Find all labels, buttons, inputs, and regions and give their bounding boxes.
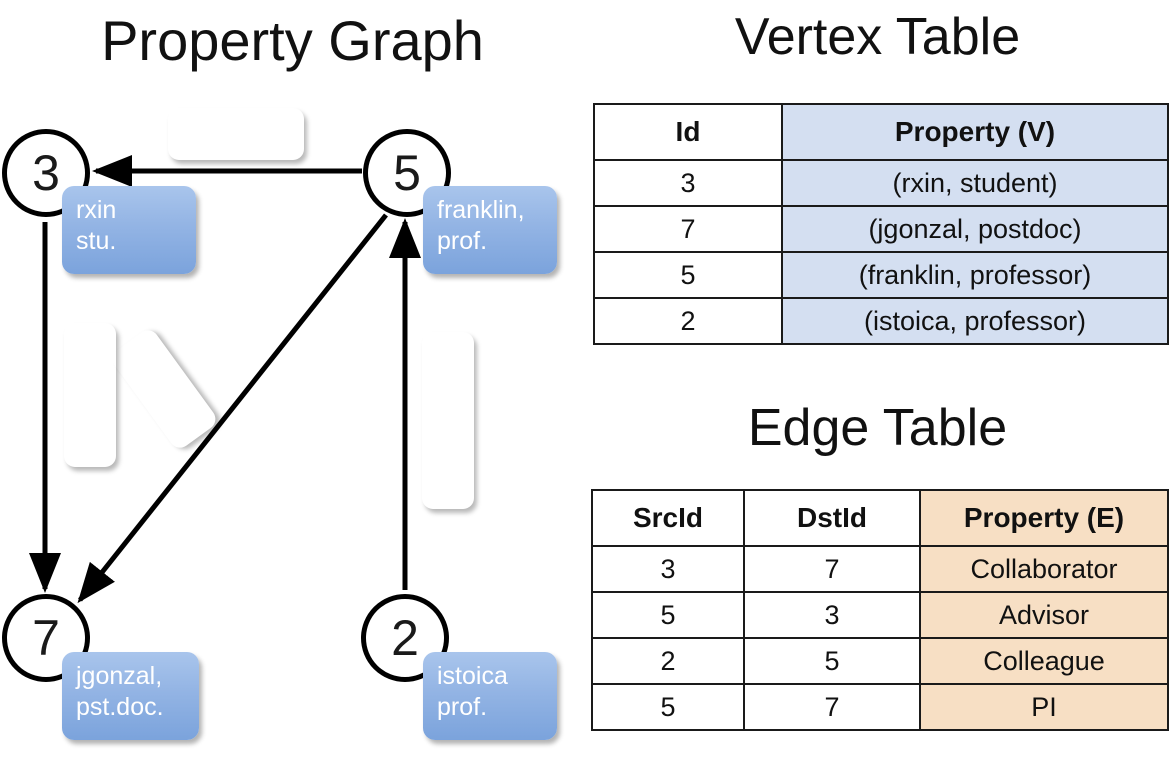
node-5-property-line2: prof. [437, 227, 488, 255]
graph-node-5[interactable]: 5 [363, 129, 451, 217]
vertex-table-header-row: Id Property (V) [593, 103, 1169, 161]
edge-table-header-row: SrcId DstId Property (E) [591, 489, 1169, 547]
node-5-property-line1: franklin, [437, 196, 525, 224]
edge-row-0-dst: 7 [743, 545, 921, 593]
table-row: 5 (franklin, professor) [593, 251, 1169, 299]
graph-node-3-label: 3 [32, 145, 60, 201]
edge-badge-colleague-label: Colleague [433, 359, 464, 482]
node-7-property-line2: pst.doc. [76, 693, 164, 721]
edge-row-2-src: 2 [591, 637, 745, 685]
edge-badge-collab: Collab. [64, 323, 116, 467]
node-2-property-line1: istoica [437, 662, 508, 690]
vertex-row-1-property: (jgonzal, postdoc) [781, 205, 1169, 253]
vertex-table: Id Property (V) 3 (rxin, student) 7 (jgo… [593, 103, 1169, 345]
vertex-row-0-id: 3 [593, 159, 783, 207]
edge-row-3-property: PI [919, 683, 1169, 731]
edge-row-3-src: 5 [591, 683, 745, 731]
table-row: 5 3 Advisor [591, 591, 1169, 639]
vertex-row-0-property: (rxin, student) [781, 159, 1169, 207]
table-row: 5 7 PI [591, 683, 1169, 731]
edge-badge-pi-label: PI [144, 369, 185, 408]
page-title-vertex-table: Vertex Table [734, 8, 1021, 66]
edge-table: SrcId DstId Property (E) 3 7 Collaborato… [591, 489, 1169, 731]
node-3-property-line1: rxin [76, 196, 117, 224]
edge-row-1-dst: 3 [743, 591, 921, 639]
table-row: 3 (rxin, student) [593, 159, 1169, 207]
edge-badge-collab-label: Collab. [75, 352, 106, 438]
edge-row-0-src: 3 [591, 545, 745, 593]
node-3-property-box: rxin stu. [62, 186, 196, 274]
edge-row-2-dst: 5 [743, 637, 921, 685]
edge-table-header-srcid: SrcId [591, 489, 745, 547]
graph-edges-svg [29, 155, 421, 604]
edge-row-1-property: Advisor [919, 591, 1169, 639]
vertex-row-3-id: 2 [593, 297, 783, 345]
page-title-edge-table: Edge Table [747, 399, 1008, 457]
vertex-row-2-id: 5 [593, 251, 783, 299]
graph-node-2[interactable]: 2 [361, 594, 449, 682]
table-row: 3 7 Collaborator [591, 545, 1169, 593]
vertex-row-3-property: (istoica, professor) [781, 297, 1169, 345]
table-row: 7 (jgonzal, postdoc) [593, 205, 1169, 253]
edge-badge-colleague: Colleague [422, 332, 474, 509]
edge-5-to-7-pi [77, 213, 388, 604]
edge-row-2-property: Colleague [919, 637, 1169, 685]
edge-table-header-dstid: DstId [743, 489, 921, 547]
vertex-row-2-property: (franklin, professor) [781, 251, 1169, 299]
node-2-property-line2: prof. [437, 693, 488, 721]
edge-row-1-src: 5 [591, 591, 745, 639]
page-title-property-graph: Property Graph [101, 9, 484, 72]
property-graph-panel: Property Graph 3 5 7 2 rxin stu. frankli… [2, 9, 557, 740]
node-2-property-box: istoica prof. [423, 652, 557, 740]
node-7-property-line1: jgonzal, [76, 662, 163, 690]
table-row: 2 (istoica, professor) [593, 297, 1169, 345]
vertex-table-header-id: Id [593, 103, 783, 161]
node-5-property-box: franklin, prof. [423, 186, 557, 274]
edge-badge-advisor: Advisor [168, 108, 304, 160]
table-row: 2 5 Colleague [591, 637, 1169, 685]
edge-table-header-property: Property (E) [919, 489, 1169, 547]
edge-badge-advisor-label: Advisor [190, 118, 282, 149]
graph-node-5-label: 5 [393, 145, 421, 201]
vertex-row-1-id: 7 [593, 205, 783, 253]
vertex-table-header-property: Property (V) [781, 103, 1169, 161]
node-3-property-line2: stu. [76, 227, 117, 255]
graph-node-2-label: 2 [391, 610, 419, 666]
edge-row-0-property: Collaborator [919, 545, 1169, 593]
graph-node-7-label: 7 [32, 610, 60, 666]
node-7-property-box: jgonzal, pst.doc. [62, 652, 199, 740]
edge-row-3-dst: 7 [743, 683, 921, 731]
